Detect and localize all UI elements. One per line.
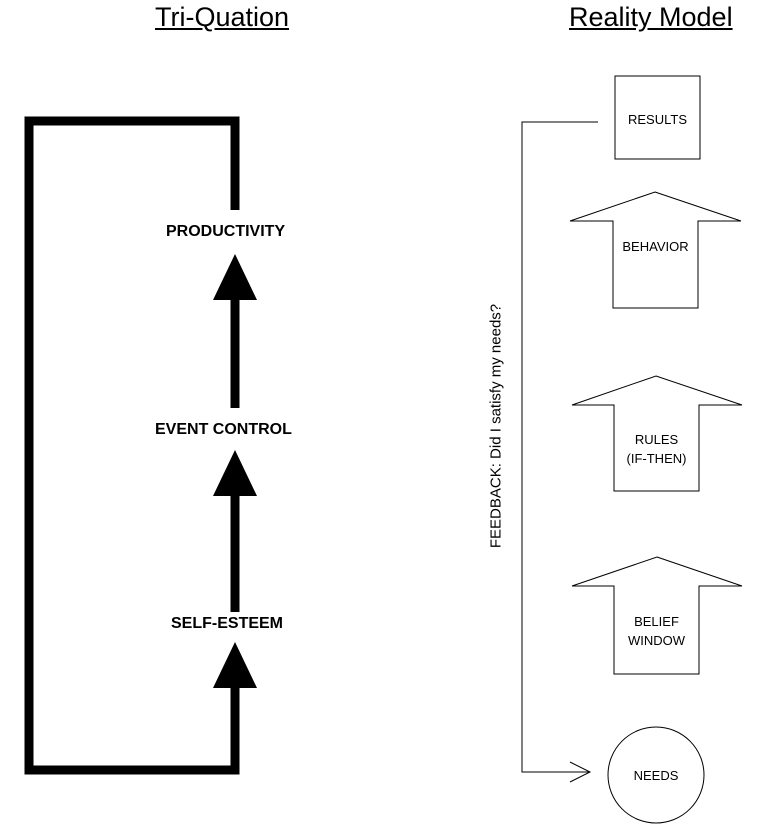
belief-label-line2: WINDOW	[627, 633, 686, 648]
feedback-bracket-line	[521, 121, 598, 773]
feedback-arrowhead	[569, 761, 592, 783]
event-control-label: EVENT CONTROL	[155, 421, 292, 438]
productivity-label: PRODUCTIVITY	[166, 223, 286, 240]
behavior-label: BEHAVIOR	[622, 239, 689, 254]
feedback-label: FEEDBACK: Did I satisfy my needs?	[487, 303, 505, 549]
belief-window-arrow	[571, 556, 743, 675]
arrow-into-productivity	[213, 254, 257, 300]
rules-label-line2: (IF-THEN)	[626, 451, 687, 466]
behavior-arrow	[569, 191, 742, 309]
needs-circle	[607, 726, 705, 824]
feedback-loop-line	[24, 116, 240, 775]
arrow-into-event-control	[213, 450, 257, 496]
results-label: RESULTS	[628, 112, 687, 127]
results-box	[614, 75, 701, 160]
arrow-into-self-esteem	[213, 642, 257, 688]
belief-label-line1: BELIEF	[634, 614, 679, 629]
belief-window-label: BELIEF WINDOW	[614, 612, 699, 650]
rules-label-line1: RULES	[634, 432, 679, 447]
tri-quation-title: Tri-Quation	[155, 2, 290, 32]
reality-model-title: Reality Model	[569, 2, 733, 32]
rules-label: RULES (IF-THEN)	[614, 430, 699, 468]
needs-label: NEEDS	[633, 768, 679, 783]
self-esteem-label: SELF-ESTEEM	[171, 615, 284, 632]
rules-arrow	[571, 375, 743, 492]
